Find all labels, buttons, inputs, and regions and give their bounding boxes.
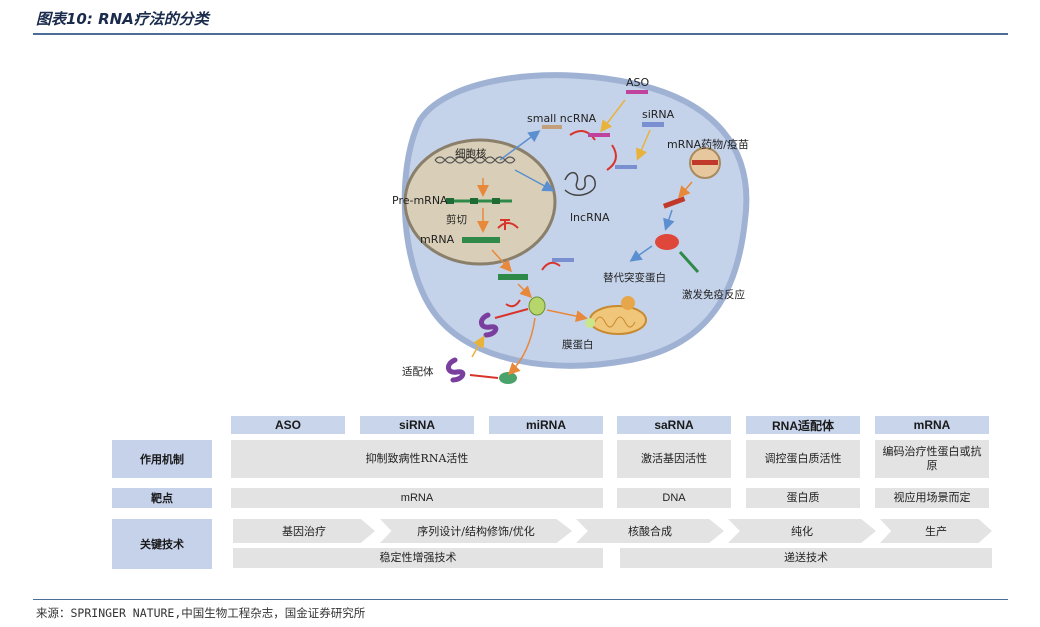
target-group: mRNA [231, 488, 603, 508]
tech-stability: 稳定性增强技术 [233, 548, 603, 568]
small-ncrna [542, 125, 562, 129]
aptamer-outside [446, 357, 466, 383]
label-mrna-drug: mRNA药物/疫苗 [667, 138, 749, 151]
rna-therapy-cell-diagram [401, 72, 750, 384]
target-mrna: 视应用场景而定 [875, 488, 989, 508]
aso-strand [626, 90, 648, 94]
tech-step-purification: 纯化 [728, 519, 876, 543]
label-sirna: siRNA [642, 108, 675, 121]
label-immune-response: 激发免疫反应 [682, 289, 745, 301]
label-small-ncrna: small ncRNA [527, 112, 597, 125]
row-label-key-tech: 关键技术 [112, 519, 212, 569]
mechanism-inhibit: 抑制致病性RNA活性 [231, 440, 603, 478]
mechanism-aptamer: 调控蛋白质活性 [746, 440, 860, 478]
label-aso: ASO [626, 76, 650, 89]
ribosome [528, 296, 546, 316]
tech-step-production: 生产 [880, 519, 992, 543]
target-sarna: DNA [617, 488, 731, 508]
tech-step-synthesis: 核酸合成 [576, 519, 724, 543]
mitochondrion [589, 305, 647, 335]
mrna-strand [462, 237, 500, 243]
label-nucleus: 细胞核 [455, 148, 487, 160]
label-splicing: 剪切 [446, 214, 467, 226]
row-label-target: 靶点 [112, 488, 212, 508]
figure-title: 图表10: RNA疗法的分类 [36, 10, 209, 28]
label-aptamer: 适配体 [402, 366, 434, 378]
top-divider [33, 33, 1008, 35]
sirna-duplex [642, 122, 664, 127]
bottom-divider [33, 599, 1008, 600]
label-pre-mrna: Pre-mRNA [392, 194, 448, 207]
label-replacement-protein: 替代突变蛋白 [603, 272, 666, 284]
header-mrna: mRNA [875, 416, 989, 434]
header-aso: ASO [231, 416, 345, 434]
tech-step-gene-therapy: 基因治疗 [233, 519, 375, 543]
label-lncrna: lncRNA [570, 211, 610, 224]
label-mrna: mRNA [420, 233, 455, 246]
row-label-mechanism: 作用机制 [112, 440, 212, 478]
tech-delivery: 递送技术 [620, 548, 992, 568]
header-sarna: saRNA [617, 416, 731, 434]
lncrna [564, 171, 596, 196]
replacement-protein [655, 234, 679, 250]
label-membrane-protein: 膜蛋白 [562, 339, 594, 351]
source-note: 来源：SPRINGER NATURE,中国生物工程杂志，国金证券研究所 [36, 606, 366, 620]
header-sirna: siRNA [360, 416, 474, 434]
mechanism-mrna: 编码治疗性蛋白或抗原 [875, 440, 989, 478]
header-rna-aptamer: RNA适配体 [746, 416, 860, 434]
header-mirna: miRNA [489, 416, 603, 434]
target-aptamer: 蛋白质 [746, 488, 860, 508]
mechanism-sarna: 激活基因活性 [617, 440, 731, 478]
tech-step-sequence-design: 序列设计/结构修饰/优化 [380, 519, 572, 543]
cytoplasm-mrna [498, 274, 528, 280]
aptamer-inside [479, 312, 499, 338]
